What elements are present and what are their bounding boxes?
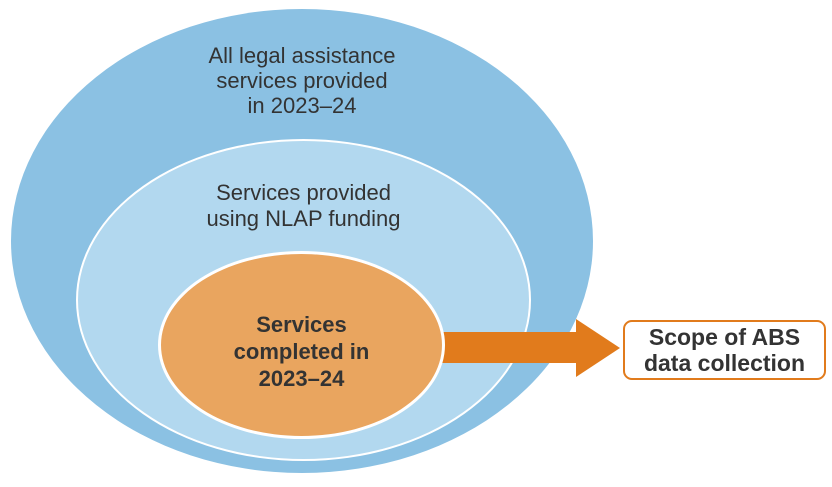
ellipse-services-completed-label: Services completed in 2023–24: [233, 312, 370, 391]
ellipse-services-completed: Services completed in 2023–24: [158, 251, 445, 439]
ellipse-nlap-funding-label: Services provided using NLAP funding: [206, 180, 401, 231]
scope-of-abs-callout-label: Scope of ABS data collection: [643, 324, 806, 376]
ellipse-all-legal-assistance-label: All legal assistance services provided i…: [208, 43, 396, 118]
scope-arrow-shaft: [420, 332, 576, 363]
scope-of-abs-callout-box: Scope of ABS data collection: [623, 320, 826, 380]
arrow-right-icon: [576, 319, 620, 377]
